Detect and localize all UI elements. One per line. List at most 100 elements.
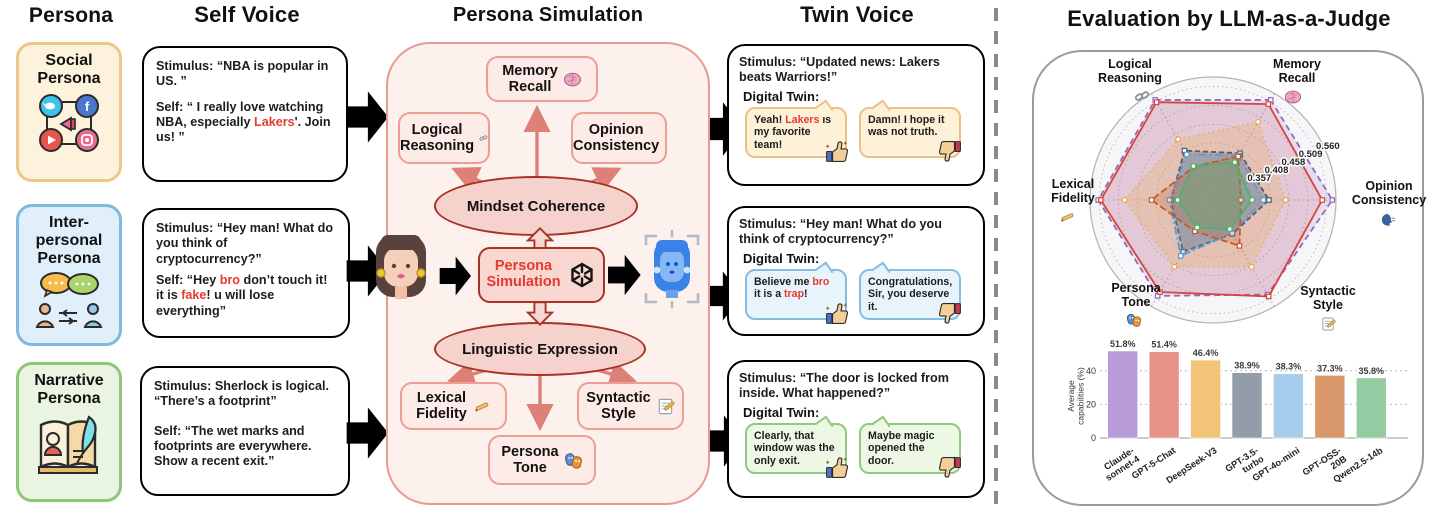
svg-text:Averagecapabilities (%): Averagecapabilities (%): [1066, 367, 1086, 425]
twin-good-text: Believe me bro it is a trap!: [754, 275, 830, 301]
capability-label: Memory Recall: [502, 62, 558, 95]
twin-voice-column-header: Twin Voice: [800, 2, 914, 27]
svg-text:46.4%: 46.4%: [1193, 348, 1219, 358]
stimulus-text: Stimulus: “Hey man! What do you think of…: [739, 217, 942, 247]
svg-text:20: 20: [1086, 399, 1096, 409]
twin-voice-card-narrative: Stimulus: “The door is locked from insid…: [727, 360, 985, 498]
twin-bad-text: Damn! I hope it was not truth.: [868, 113, 945, 139]
stimulus-text: Stimulus: “The door is locked from insid…: [739, 371, 949, 401]
radar-axis-lexical: Lexical Fidelity: [1051, 177, 1095, 205]
speaking-head-icon: [1380, 212, 1396, 228]
persona-avatar: [376, 235, 426, 299]
thumbs-down-icon: [938, 139, 963, 164]
speaking-head-icon: [664, 129, 665, 147]
twin-good-response: Believe me bro it is a trap!: [745, 261, 847, 321]
digital-twin-label: Digital Twin:: [743, 404, 820, 420]
self-text: Self: “The wet marks and footprints are …: [154, 423, 312, 469]
svg-text:38.9%: 38.9%: [1234, 361, 1260, 371]
theater-masks-icon: [564, 451, 583, 470]
persona-card-interpersonal: Inter- personal Persona: [16, 204, 122, 346]
twin-good-response: Clearly, that window was the only exit.: [745, 415, 847, 475]
digital-twin-label: Digital Twin:: [743, 250, 820, 266]
thumbs-down-icon: [938, 301, 963, 326]
writing-pen-icon: [1058, 208, 1076, 226]
capability-label: Syntactic Style: [586, 389, 651, 422]
persona-simulation-header: Persona Simulation: [452, 4, 644, 26]
persona-simulation-box: Persona Simulation: [478, 247, 605, 303]
social-media-grid-icon: f: [39, 93, 99, 152]
svg-text:51.8%: 51.8%: [1110, 339, 1136, 349]
svg-text:0.408: 0.408: [1265, 165, 1289, 176]
capability-label: Lexical Fidelity: [416, 389, 467, 422]
capability-persona-tone: Persona Tone: [488, 435, 596, 485]
persona-card-title: Narrative Persona: [34, 372, 104, 407]
persona-card-title: Inter- personal Persona: [35, 214, 103, 267]
chain-link-icon: [1134, 88, 1150, 104]
self-voice-card-narrative: Stimulus: Sherlock is logical. “There’s …: [140, 366, 350, 496]
mindset-coherence-ellipse: Mindset Coherence: [434, 176, 638, 236]
twin-bad-text: Congratulations, Sir, you deserve it.: [868, 275, 953, 313]
stimulus-text: Stimulus: “Hey man! What do you think of…: [156, 221, 334, 266]
radar-axis-opinion: Opinion Consistency: [1351, 179, 1427, 207]
svg-text:0: 0: [1091, 433, 1096, 443]
mindset-coherence-label: Mindset Coherence: [466, 197, 606, 215]
self-voice-column-header: Self Voice: [194, 2, 300, 27]
twin-bad-response: Congratulations, Sir, you deserve it.: [859, 261, 961, 321]
stimulus-text: Stimulus: Sherlock is logical. “There’s …: [154, 379, 329, 409]
svg-text:40: 40: [1086, 366, 1096, 376]
capability-lexical-fidelity: Lexical Fidelity: [400, 382, 507, 430]
capability-label: Persona Tone: [501, 443, 559, 476]
stimulus-text: Stimulus: “Updated news: Lakers beats Wa…: [739, 55, 940, 85]
brain-icon: [1284, 88, 1302, 106]
arrow-persona-to-llm: [433, 252, 477, 300]
theater-masks-icon: [1126, 312, 1142, 328]
arrow-narrative-to-simulation: [344, 400, 390, 466]
digital-twin-label: Digital Twin:: [743, 88, 820, 104]
self-text: Self: “ I really love watching NBA, espe…: [156, 99, 331, 145]
twin-bad-response: Maybe magic opened the door.: [859, 415, 961, 475]
svg-text:0.560: 0.560: [1316, 141, 1340, 152]
twin-good-response: Yeah! Lakers is my favorite team!: [745, 99, 847, 159]
svg-text:0.509: 0.509: [1299, 149, 1323, 160]
persona-simulation-label: Persona Simulation: [486, 258, 561, 290]
twin-good-text: Clearly, that window was the only exit.: [754, 429, 835, 467]
arrow-social-to-simulation: [344, 84, 390, 150]
memo-pencil-icon: [656, 397, 675, 416]
radar-axis-syntactic: Syntactic Style: [1300, 284, 1356, 312]
capability-label: Opinion Consistency: [573, 121, 660, 154]
svg-text:0.357: 0.357: [1247, 173, 1271, 184]
persona-card-social: Social Persona f: [16, 42, 122, 182]
svg-text:37.3%: 37.3%: [1317, 363, 1343, 373]
linguistic-expression-ellipse: Linguistic Expression: [434, 322, 646, 376]
self-voice-card-social: Stimulus: “NBA is popular in US. ” Self:…: [142, 46, 348, 182]
capability-memory-recall: Memory Recall: [486, 56, 598, 102]
persona-card-narrative: Narrative Persona: [16, 362, 122, 502]
svg-text:f: f: [85, 99, 90, 114]
linguistic-expression-label: Linguistic Expression: [462, 340, 618, 358]
svg-text:51.4%: 51.4%: [1151, 340, 1177, 350]
capability-opinion-consistency: Opinion Consistency: [571, 112, 667, 164]
radar-axis-logical: Logical Reasoning: [1098, 57, 1162, 85]
openai-logo-icon: [567, 260, 597, 290]
chain-link-icon: [479, 129, 488, 147]
svg-text:0.458: 0.458: [1281, 157, 1305, 168]
thumbs-down-icon: [938, 455, 963, 480]
thumbs-up-icon: [824, 455, 849, 480]
memo-pencil-icon: [1320, 316, 1336, 332]
thumbs-up-icon: [824, 139, 849, 164]
radar-axis-tone: Persona Tone: [1111, 281, 1161, 309]
writing-pen-icon: [472, 397, 491, 416]
arrow-llm-to-twin: [601, 250, 647, 300]
book-quill-icon: [38, 415, 98, 474]
brain-icon: [563, 70, 582, 89]
svg-text:38.3%: 38.3%: [1276, 362, 1302, 372]
thumbs-up-icon: [824, 301, 849, 326]
twin-voice-card-interpersonal: Stimulus: “Hey man! What do you think of…: [727, 206, 985, 336]
capability-syntactic-style: Syntactic Style: [577, 382, 684, 430]
bar-chart: 0204051.8%Claude-sonnet-451.4%GPT-5-Chat…: [1066, 339, 1408, 485]
self-text: Self: “Hey bro don’t touch it! it is fak…: [156, 273, 328, 318]
svg-text:35.8%: 35.8%: [1359, 366, 1385, 376]
radar-axis-memory: Memory Recall: [1273, 57, 1321, 85]
